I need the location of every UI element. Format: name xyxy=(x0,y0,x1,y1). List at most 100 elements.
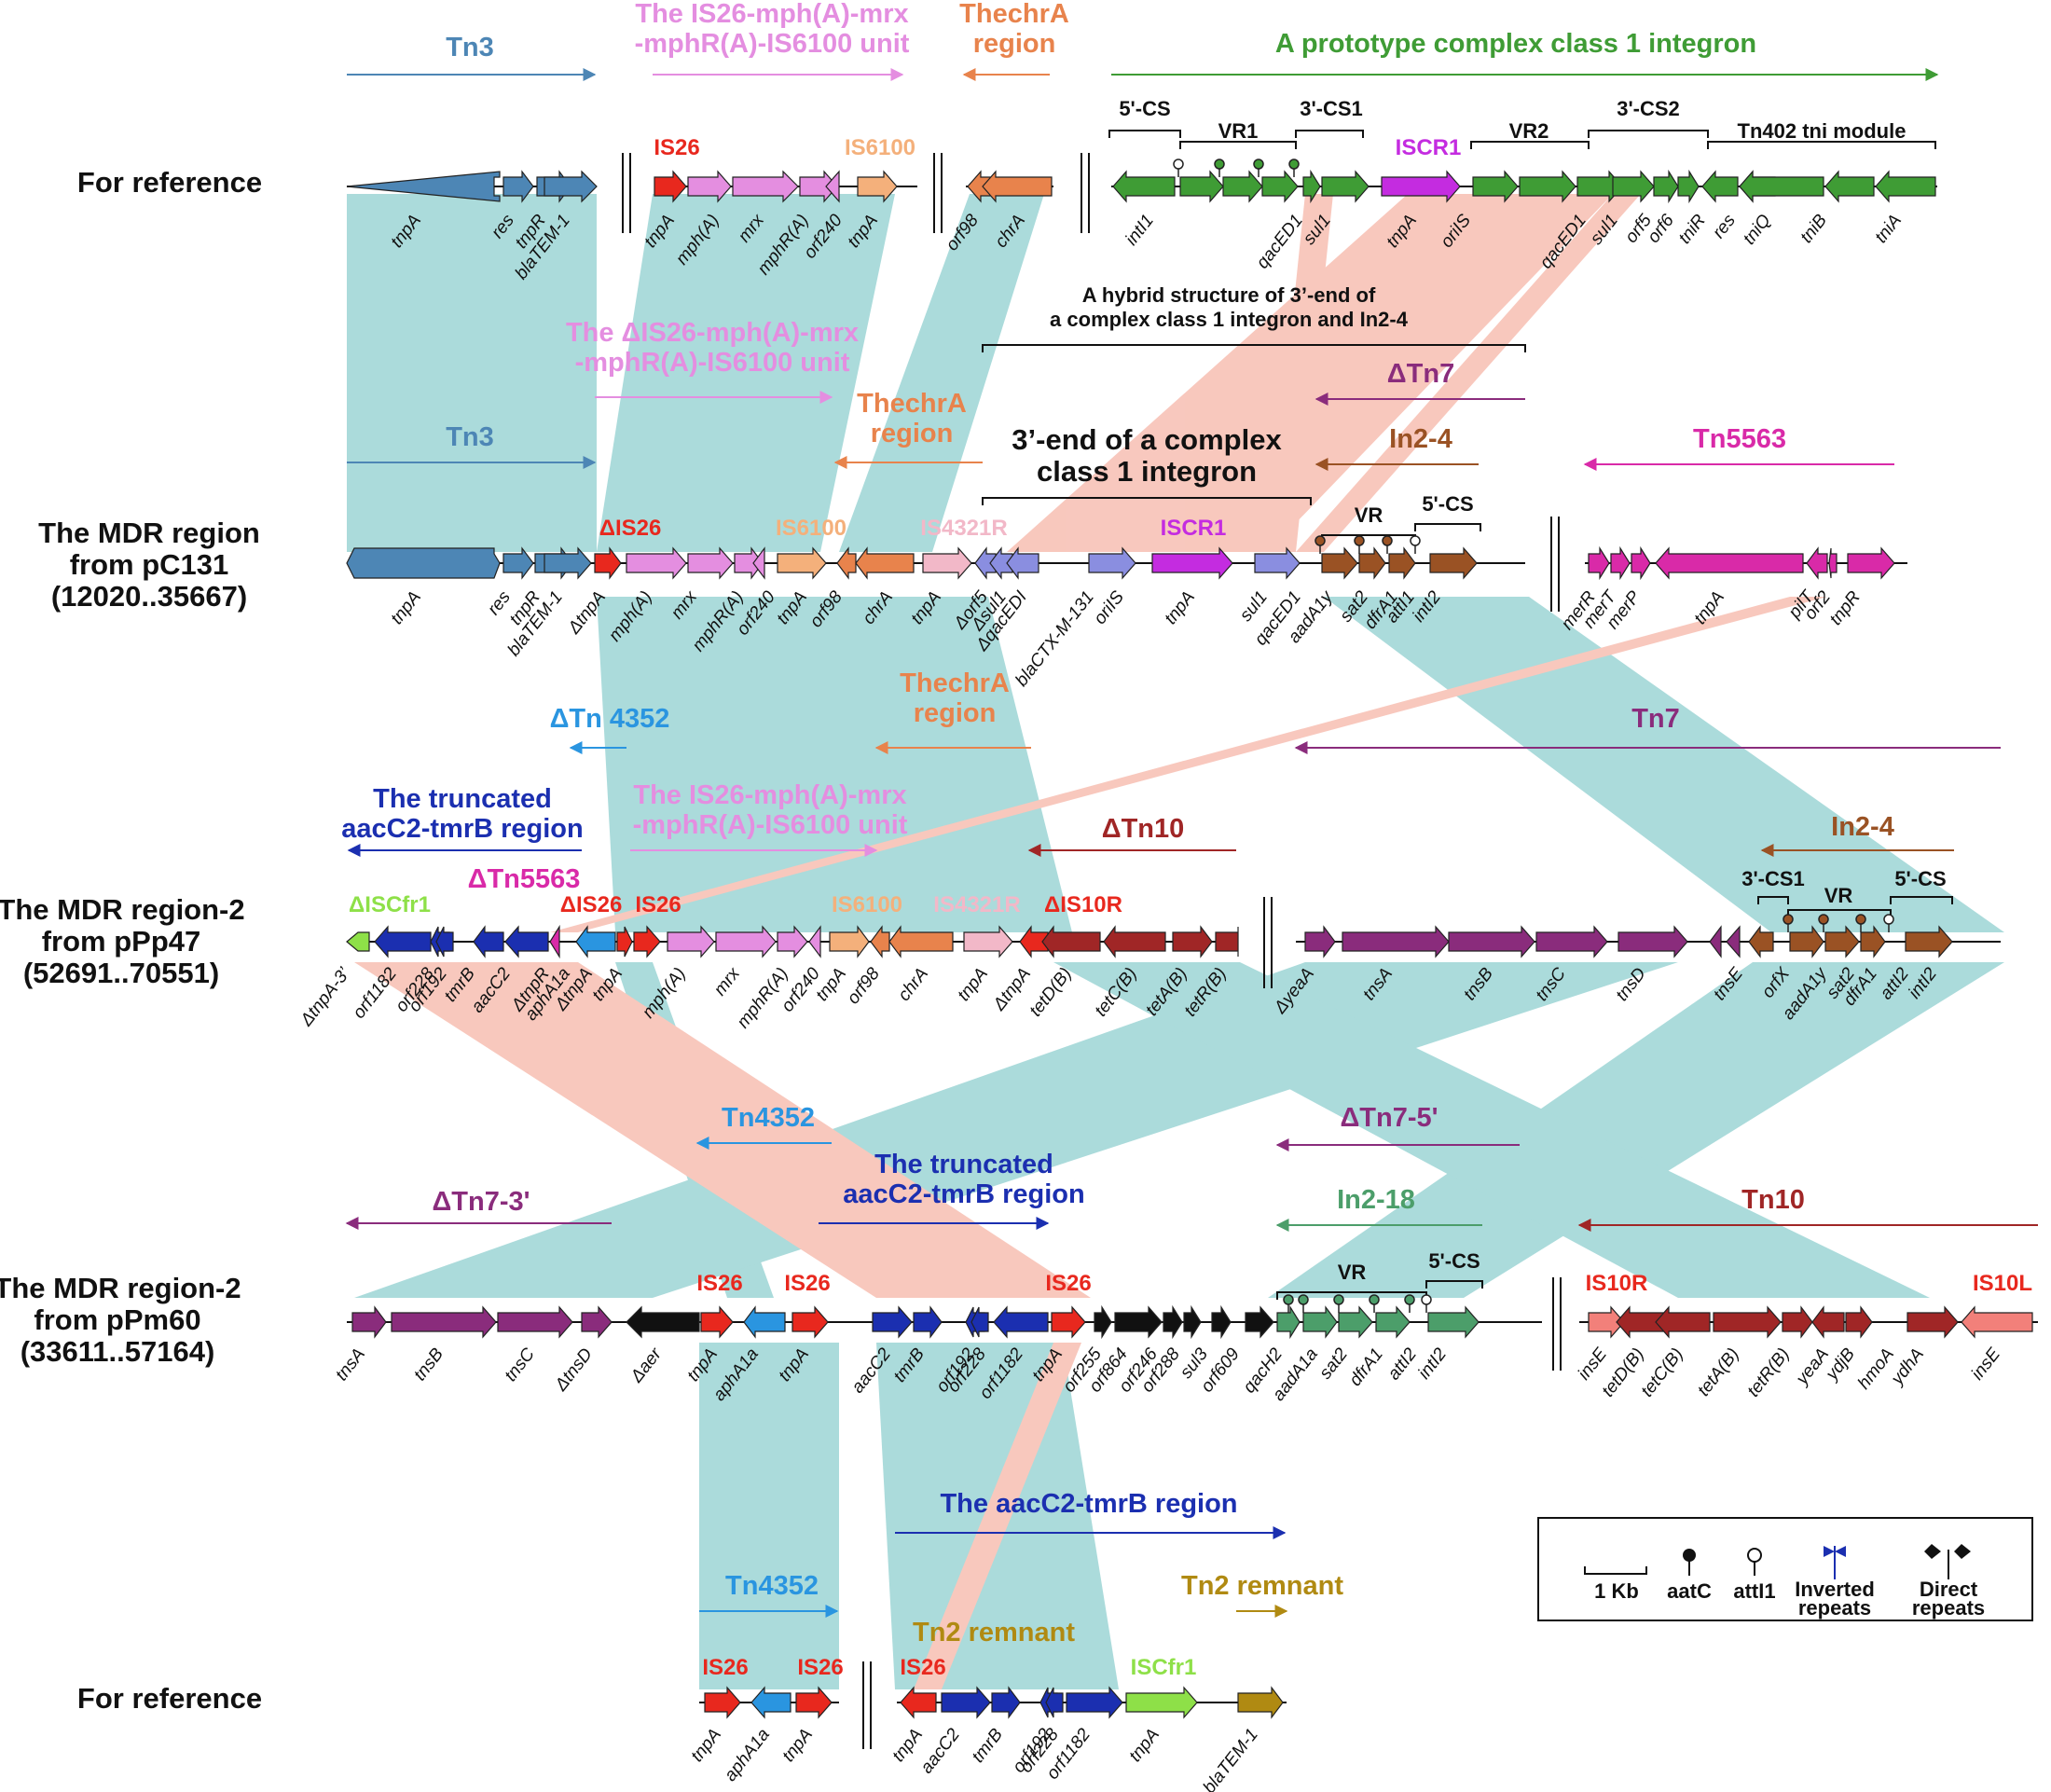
bracket-vr1-r1 xyxy=(1179,141,1297,149)
region-dtn75-r4: ΔTn7-5' xyxy=(1340,1103,1438,1133)
gene-label-row3: tnpA xyxy=(812,964,850,1005)
gene-arrow xyxy=(1211,1304,1232,1340)
attC-marker-head xyxy=(1253,159,1264,170)
is-label-r5-iscfr1: ISCfr1 xyxy=(1131,1655,1197,1680)
row2-label-line1: The MDR region xyxy=(38,517,260,549)
link-sul-r1-r2 xyxy=(1296,194,1641,552)
region-chra-r1-l1: ThechrA xyxy=(959,0,1069,29)
gene-arrow xyxy=(991,1686,1021,1719)
genes-row2 xyxy=(346,545,1895,581)
gene-label-row4: Δaer xyxy=(626,1344,666,1387)
region-bracket-hybrid-r2 xyxy=(982,344,1526,352)
gene-arrow xyxy=(502,546,534,580)
bracket-label-vr2-r1: VR2 xyxy=(1509,119,1549,143)
region-chra-r2-l1: ThechrA xyxy=(857,389,967,419)
gene-arrow xyxy=(1172,925,1213,958)
gene-arrow xyxy=(1254,546,1301,580)
is-label-r3-discfr1: ΔISCfr1 xyxy=(349,892,431,917)
gene-label-row3: orf98 xyxy=(844,964,884,1008)
region-tn5563-r2: Tn5563 xyxy=(1693,424,1786,454)
is-label-r3-is4321r: IS4321R xyxy=(933,892,1020,917)
gene-label-row4: tnsA xyxy=(332,1344,369,1385)
gene-arrow xyxy=(435,926,454,958)
gene-arrow xyxy=(1045,1687,1064,1718)
gene-arrow xyxy=(575,925,616,958)
gene-label-row5: tnpA xyxy=(1125,1725,1163,1766)
region-integron-r1: A prototype complex class 1 integron xyxy=(1275,29,1756,59)
gene-arrow xyxy=(351,1305,387,1339)
gene-arrow xyxy=(667,925,715,958)
gene-arrow xyxy=(982,170,1053,203)
bracket-label-3cs2-r1: 3'-CS2 xyxy=(1617,97,1680,120)
bracket-label-vr1-r1: VR1 xyxy=(1218,119,1259,143)
region-dtn7-r2: ΔTn7 xyxy=(1387,359,1454,389)
gene-label-row5: aacC2 xyxy=(917,1725,965,1778)
gene-arrow xyxy=(1713,1305,1782,1339)
gene-arrow xyxy=(1588,545,1610,581)
bracket-label-vr-r4: VR xyxy=(1338,1261,1367,1284)
gene-arrow xyxy=(1304,925,1336,958)
gene-arrow xyxy=(1051,1305,1086,1339)
gene-label-row5: tmrB xyxy=(969,1725,1007,1767)
gene-arrow xyxy=(1338,1305,1373,1339)
link-tn3-r1-r2 xyxy=(347,194,597,552)
is-label-r2-is6100: IS6100 xyxy=(776,516,847,541)
attI1-marker-head xyxy=(1410,535,1421,546)
gene-arrow xyxy=(1860,925,1886,958)
gene-arrow xyxy=(1429,546,1478,580)
gene-arrow xyxy=(1151,546,1233,580)
attC-marker-head xyxy=(1214,159,1225,170)
gene-arrow xyxy=(1388,546,1416,580)
is-label-r4-is26b: IS26 xyxy=(784,1271,830,1296)
gene-arrow xyxy=(374,925,432,958)
link-mph-r2-r3 xyxy=(597,597,1072,932)
gene-arrow xyxy=(1125,1686,1198,1719)
gene-label-row4: hmoA xyxy=(1854,1344,1898,1393)
gene-arrow xyxy=(1163,1304,1183,1340)
gene-label-row4: ydhA xyxy=(1886,1344,1927,1390)
attC-marker-head xyxy=(1288,159,1300,170)
attC-marker-head xyxy=(1354,535,1365,546)
legend-dr-flag-left xyxy=(1924,1544,1941,1559)
gene-arrow xyxy=(734,546,764,580)
gene-label-row3: ΔtnpA-3’ xyxy=(296,964,355,1031)
homology-links xyxy=(347,194,2004,1689)
attC-marker-head xyxy=(1315,535,1326,546)
region-trunc-r3-l1: The truncated xyxy=(373,784,552,814)
gene-arrow xyxy=(1472,170,1519,203)
bracket-label-5cs-r4: 5'-CS xyxy=(1428,1249,1480,1273)
link-tn4352-r4-r5 xyxy=(699,1343,839,1689)
gene-arrow xyxy=(1342,925,1450,958)
gene-arrow xyxy=(1782,1305,1813,1339)
gene-arrow xyxy=(1631,545,1651,581)
bracket-label-3cs1-r3: 3'-CS1 xyxy=(1741,867,1805,890)
gene-arrow xyxy=(970,1306,989,1338)
gene-arrow xyxy=(777,546,827,580)
region-chra-r3-l2: region xyxy=(914,698,997,728)
gene-label-row4: tetR(B) xyxy=(1743,1344,1794,1400)
gene-arrow xyxy=(502,170,534,203)
gene-arrow xyxy=(1617,925,1688,958)
region-chra-r1-l2: region xyxy=(973,29,1056,59)
region-tn2-r5-b: Tn2 remnant xyxy=(913,1618,1075,1647)
gene-arrow xyxy=(799,170,838,203)
gene-arrow xyxy=(743,1305,786,1339)
gene-arrow xyxy=(1112,170,1176,203)
gene-arrow xyxy=(1653,169,1679,204)
region-trunc-r3-l2: aacC2-tmrB region xyxy=(341,814,583,844)
gene-arrow xyxy=(1824,170,1875,203)
legend-kb: 1 Kb xyxy=(1594,1579,1639,1603)
link-iscr1-r1-r2 xyxy=(1007,194,1613,552)
region-hybrid-r2-l2: a complex class 1 integron and In2-4 xyxy=(1050,308,1409,331)
gene-arrow xyxy=(888,925,954,958)
region-dtn73-r4: ΔTn7-3' xyxy=(432,1187,530,1217)
bracket-label-3cs1-r1: 3'-CS1 xyxy=(1300,97,1363,120)
gene-arrow xyxy=(633,925,661,958)
gene-arrow xyxy=(549,924,560,959)
attC-marker-head xyxy=(1369,1294,1380,1305)
gene-label-row5: tnpA xyxy=(687,1725,725,1766)
region-dtn4352-r3: ΔTn 4352 xyxy=(550,704,670,734)
gene-arrow xyxy=(1875,170,1936,203)
bracket-label-5cs-r2: 5'-CS xyxy=(1422,492,1473,516)
gene-arrow xyxy=(732,170,799,203)
